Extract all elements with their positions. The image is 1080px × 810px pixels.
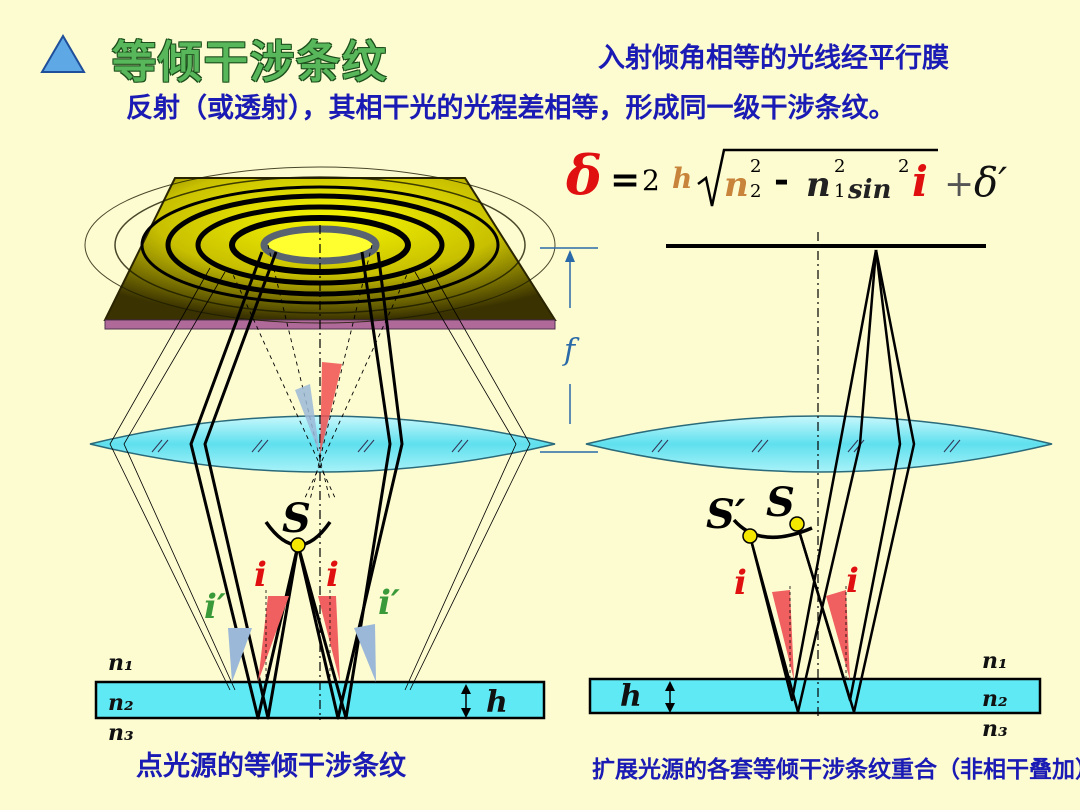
angle-i-prime-label-1: i′ — [204, 587, 226, 627]
angle-i-label-2: i — [326, 555, 339, 595]
main-rays-right — [748, 249, 916, 714]
caption-point-source: 点光源的等倾干涉条纹 — [136, 751, 406, 782]
focus-lines-left — [229, 244, 411, 501]
medium-n2-right: n₂ — [982, 686, 1008, 712]
description-line-2: 反射（或透射），其相干光的光程差相等，形成同一级干涉条纹。 — [126, 93, 896, 124]
angle-i-prime-label-2: i′ — [378, 583, 400, 623]
extended-source-diagram: S′ S i i n₁ n₂ n₃ h — [585, 232, 1053, 742]
focal-label: f — [562, 333, 580, 368]
source-arc-right — [732, 518, 813, 540]
source-label-s-prime: S′ — [706, 491, 746, 538]
source-point-s — [789, 516, 805, 532]
formula-n2-sup: 2 — [750, 156, 761, 177]
medium-n1-left: n₁ — [108, 650, 134, 676]
optical-path-formula: δ = 2 h n 2 2 - n 2 1 sin 2 i + δ′ — [565, 143, 1007, 207]
medium-n2-left: n₂ — [108, 690, 134, 716]
outer-rays-left — [109, 267, 531, 691]
angle-i-right-1: i — [734, 563, 747, 603]
focus-angle-blue — [295, 384, 320, 455]
formula-h: h — [672, 162, 692, 195]
lens-hatch-right — [651, 439, 961, 453]
formula-root-sign — [697, 148, 938, 207]
medium-n3-right: n₃ — [982, 716, 1008, 742]
formula-i: i — [912, 157, 928, 206]
thickness-label-right: h — [620, 679, 642, 714]
thickness-label-left: h — [486, 685, 508, 720]
source-point-s-prime — [742, 528, 758, 544]
formula-plus: + — [944, 164, 974, 205]
main-rays-left — [189, 251, 404, 720]
medium-n3-left: n₃ — [108, 720, 134, 746]
refraction-angle-right — [354, 624, 376, 682]
formula-delta: δ — [565, 143, 602, 207]
formula-coefficient: 2 — [642, 164, 660, 197]
caption-extended-source: 扩展光源的各套等倾干涉条纹重合（非相干叠加） — [592, 757, 1080, 783]
source-label-s: S — [282, 495, 311, 542]
formula-n1-sup: 2 — [834, 156, 845, 177]
normals-right — [789, 586, 847, 680]
formula-n1: n — [806, 165, 831, 205]
formula-sin: sin — [847, 175, 891, 205]
formula-n2: n — [724, 165, 749, 205]
point-source-diagram: S i i i′ i′ n₁ n₂ n₃ h — [84, 166, 557, 746]
converging-lens-right — [585, 415, 1053, 473]
formula-n1-sub: 1 — [834, 181, 845, 202]
incidence-angle-right — [318, 596, 340, 682]
incidence-angle-left — [258, 596, 289, 682]
angle-i-right-2: i — [846, 561, 859, 601]
formula-n2-sub: 2 — [750, 181, 761, 202]
incidence-angle-right-1 — [772, 590, 794, 680]
lens-hatch-left — [151, 439, 469, 453]
formula-equals: = — [610, 159, 640, 201]
slide-title: 等倾干涉条纹 — [112, 37, 388, 88]
focal-length-marker: f — [540, 247, 598, 453]
formula-minus: - — [774, 159, 789, 201]
medium-n1-right: n₁ — [982, 648, 1008, 674]
formula-sin-sup: 2 — [898, 156, 909, 177]
angle-i-label-1: i — [254, 555, 267, 595]
screen-edge — [104, 319, 556, 330]
source-label-s-right: S — [766, 479, 795, 526]
incidence-angle-right-2 — [826, 590, 850, 680]
refraction-angle-left — [228, 628, 252, 682]
triangle-bullet-icon — [40, 34, 86, 73]
point-source — [290, 537, 306, 553]
thin-film-right — [588, 677, 1042, 715]
focus-angle-red — [320, 362, 342, 455]
formula-delta-prime: δ′ — [974, 160, 1007, 206]
description-line-1: 入射倾角相等的光线经平行膜 — [598, 43, 949, 74]
